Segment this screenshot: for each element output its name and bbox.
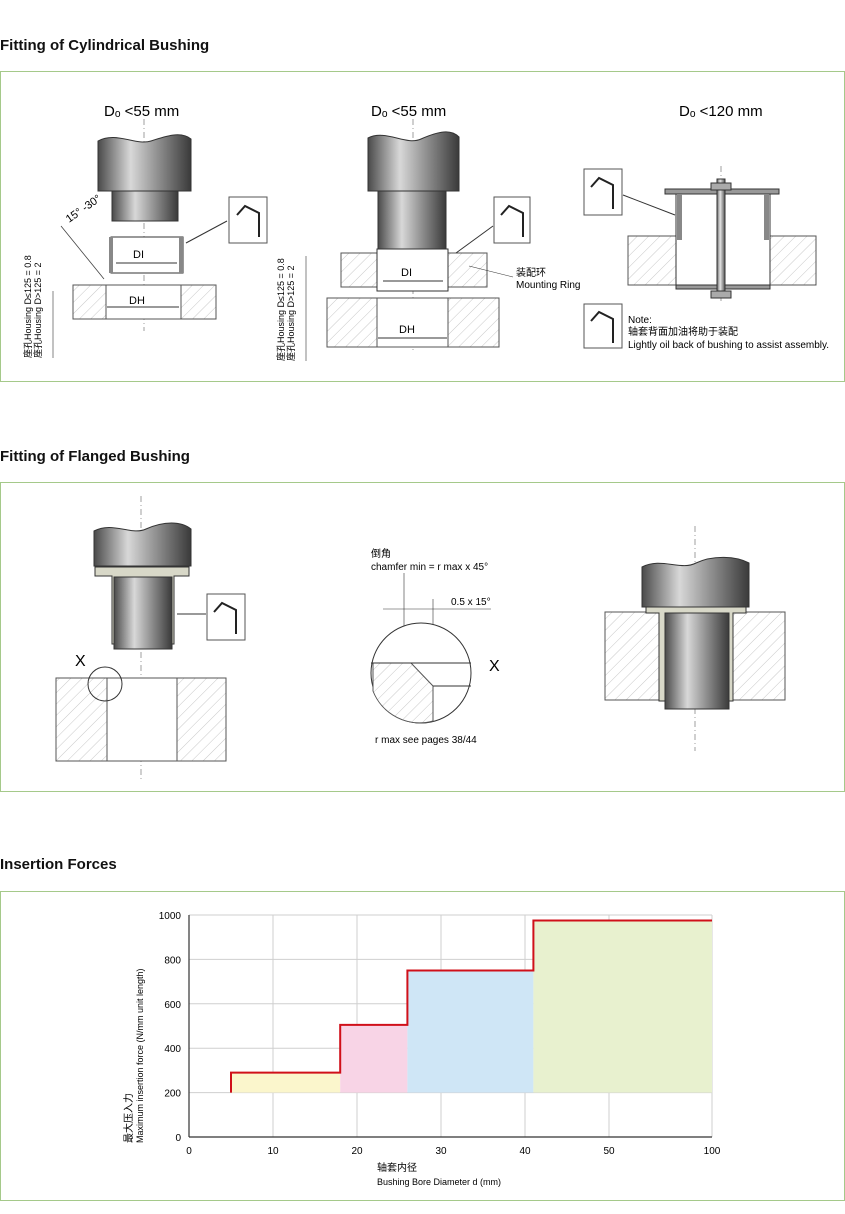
y-axis-label-cn: 最大压入力 — [122, 1093, 135, 1143]
step-area — [533, 920, 712, 1093]
fig1-dh-label: DH — [129, 295, 145, 307]
fig3-diameter-label: Dₒ <120 mm — [679, 103, 763, 120]
detail-x-marker: X — [75, 653, 86, 670]
x-tick-label: 10 — [267, 1146, 279, 1157]
ring-label-en: Mounting Ring — [516, 280, 580, 291]
chamfer-angle: 0.5 x 15° — [451, 597, 491, 608]
chamfer-cn: 倒角 — [371, 548, 391, 560]
chamfer-x-marker: X — [489, 658, 500, 675]
rmax-note: r max see pages 38/44 — [375, 735, 477, 746]
press-ram — [97, 134, 192, 192]
step-area — [231, 1072, 341, 1093]
fig2-housing-lt: 座孔Housing D≤125 = 0.8 — [275, 258, 286, 361]
fig1-angle: 15° -30° — [64, 193, 104, 226]
x-tick-label: 40 — [519, 1146, 531, 1157]
y-axis-label: Maximum insertion force (N/mm unit lengt… — [135, 968, 145, 1143]
section-title-flanged: Fitting of Flanged Bushing — [0, 448, 190, 465]
y-tick-label: 1000 — [159, 911, 182, 922]
x-tick-label: 20 — [351, 1146, 363, 1157]
x-axis-label: Bushing Bore Diameter d (mm) — [377, 1177, 501, 1187]
y-tick-label: 400 — [164, 1044, 181, 1055]
figure-2: Dₒ <55 mm DI 装配环 Mounting Ring DH 座孔Hous… — [275, 103, 580, 361]
fig1-di-label: DI — [133, 249, 144, 261]
fig2-diameter-label: Dₒ <55 mm — [371, 103, 446, 120]
flanged-fig-1: X — [55, 496, 246, 781]
panel-flanged: X 倒角 chamfer min = r max x 45° 0.5 x 15°… — [0, 482, 845, 792]
section-title-forces: Insertion Forces — [0, 856, 117, 873]
fig1-diameter-label: Dₒ <55 mm — [104, 103, 179, 120]
note-title: Note: — [628, 315, 652, 326]
x-tick-label: 30 — [435, 1146, 447, 1157]
figure-1: Dₒ <55 mm DI DH 15° -30° 座孔Housing D≤125… — [22, 103, 268, 358]
note-cn: 轴套背面加油将助于装配 — [628, 325, 738, 338]
oil-can-icon-3 — [583, 168, 623, 216]
step-area — [407, 970, 534, 1093]
panel-forces: 0 10 20 30 40 50 100 0 200 400 600 800 1000 轴套内径 Bu… — [0, 891, 845, 1201]
y-tick-label: 600 — [164, 1000, 181, 1011]
oil-can-icon-flanged — [206, 593, 246, 641]
x-tick-label: 0 — [186, 1146, 192, 1157]
x-tick-labels: 0 10 20 30 40 50 100 — [186, 1146, 721, 1157]
chamfer-label: chamfer min = r max x 45° — [371, 562, 488, 573]
insertion-force-chart: 0 10 20 30 40 50 100 0 200 400 600 800 1000 轴套内径 Bu… — [122, 911, 721, 1187]
chamfer-detail: 倒角 chamfer min = r max x 45° 0.5 x 15° X… — [370, 548, 500, 746]
note-en: Lightly oil back of bushing to assist as… — [628, 340, 829, 351]
oil-can-icon — [228, 196, 268, 244]
oil-can-icon-2 — [493, 196, 531, 244]
y-tick-label: 0 — [175, 1133, 181, 1144]
chart-step-line — [230, 919, 712, 1093]
step-line — [230, 919, 712, 1093]
fig2-housing-gt: 座孔Housing D>125 = 2 — [285, 265, 296, 361]
fig2-di-label: DI — [401, 267, 412, 279]
fig1-housing-lt: 座孔Housing D≤125 = 0.8 — [22, 255, 33, 358]
fig2-dh-label: DH — [399, 324, 415, 336]
x-tick-label: 100 — [704, 1146, 721, 1157]
flanged-diagram: X 倒角 chamfer min = r max x 45° 0.5 x 15°… — [55, 496, 786, 781]
figure-3: Dₒ <120 mm Note: 轴套背面加油将助于装配 Lightly oil… — [583, 103, 829, 351]
fig1-housing-gt: 座孔Housing D>125 = 2 — [32, 262, 43, 358]
cylindrical-diagram: Dₒ <55 mm DI DH 15° -30° 座孔Housing D≤125… — [22, 103, 829, 361]
step-area — [340, 1024, 408, 1093]
oil-can-icon-note — [583, 303, 623, 349]
x-tick-label: 50 — [603, 1146, 615, 1157]
y-tick-labels: 0 200 400 600 800 1000 — [159, 911, 182, 1144]
chart-areas — [231, 920, 712, 1093]
chart-axes — [188, 915, 712, 1138]
flanged-fig-3 — [604, 526, 786, 751]
panel-cylindrical: Dₒ <55 mm DI DH 15° -30° 座孔Housing D≤125… — [0, 71, 845, 382]
x-axis-label-cn: 轴套内径 — [377, 1161, 417, 1174]
section-title-cylindrical: Fitting of Cylindrical Bushing — [0, 37, 210, 54]
y-tick-label: 800 — [164, 955, 181, 966]
y-tick-label: 200 — [164, 1089, 181, 1100]
ring-label-cn: 装配环 — [516, 266, 546, 279]
